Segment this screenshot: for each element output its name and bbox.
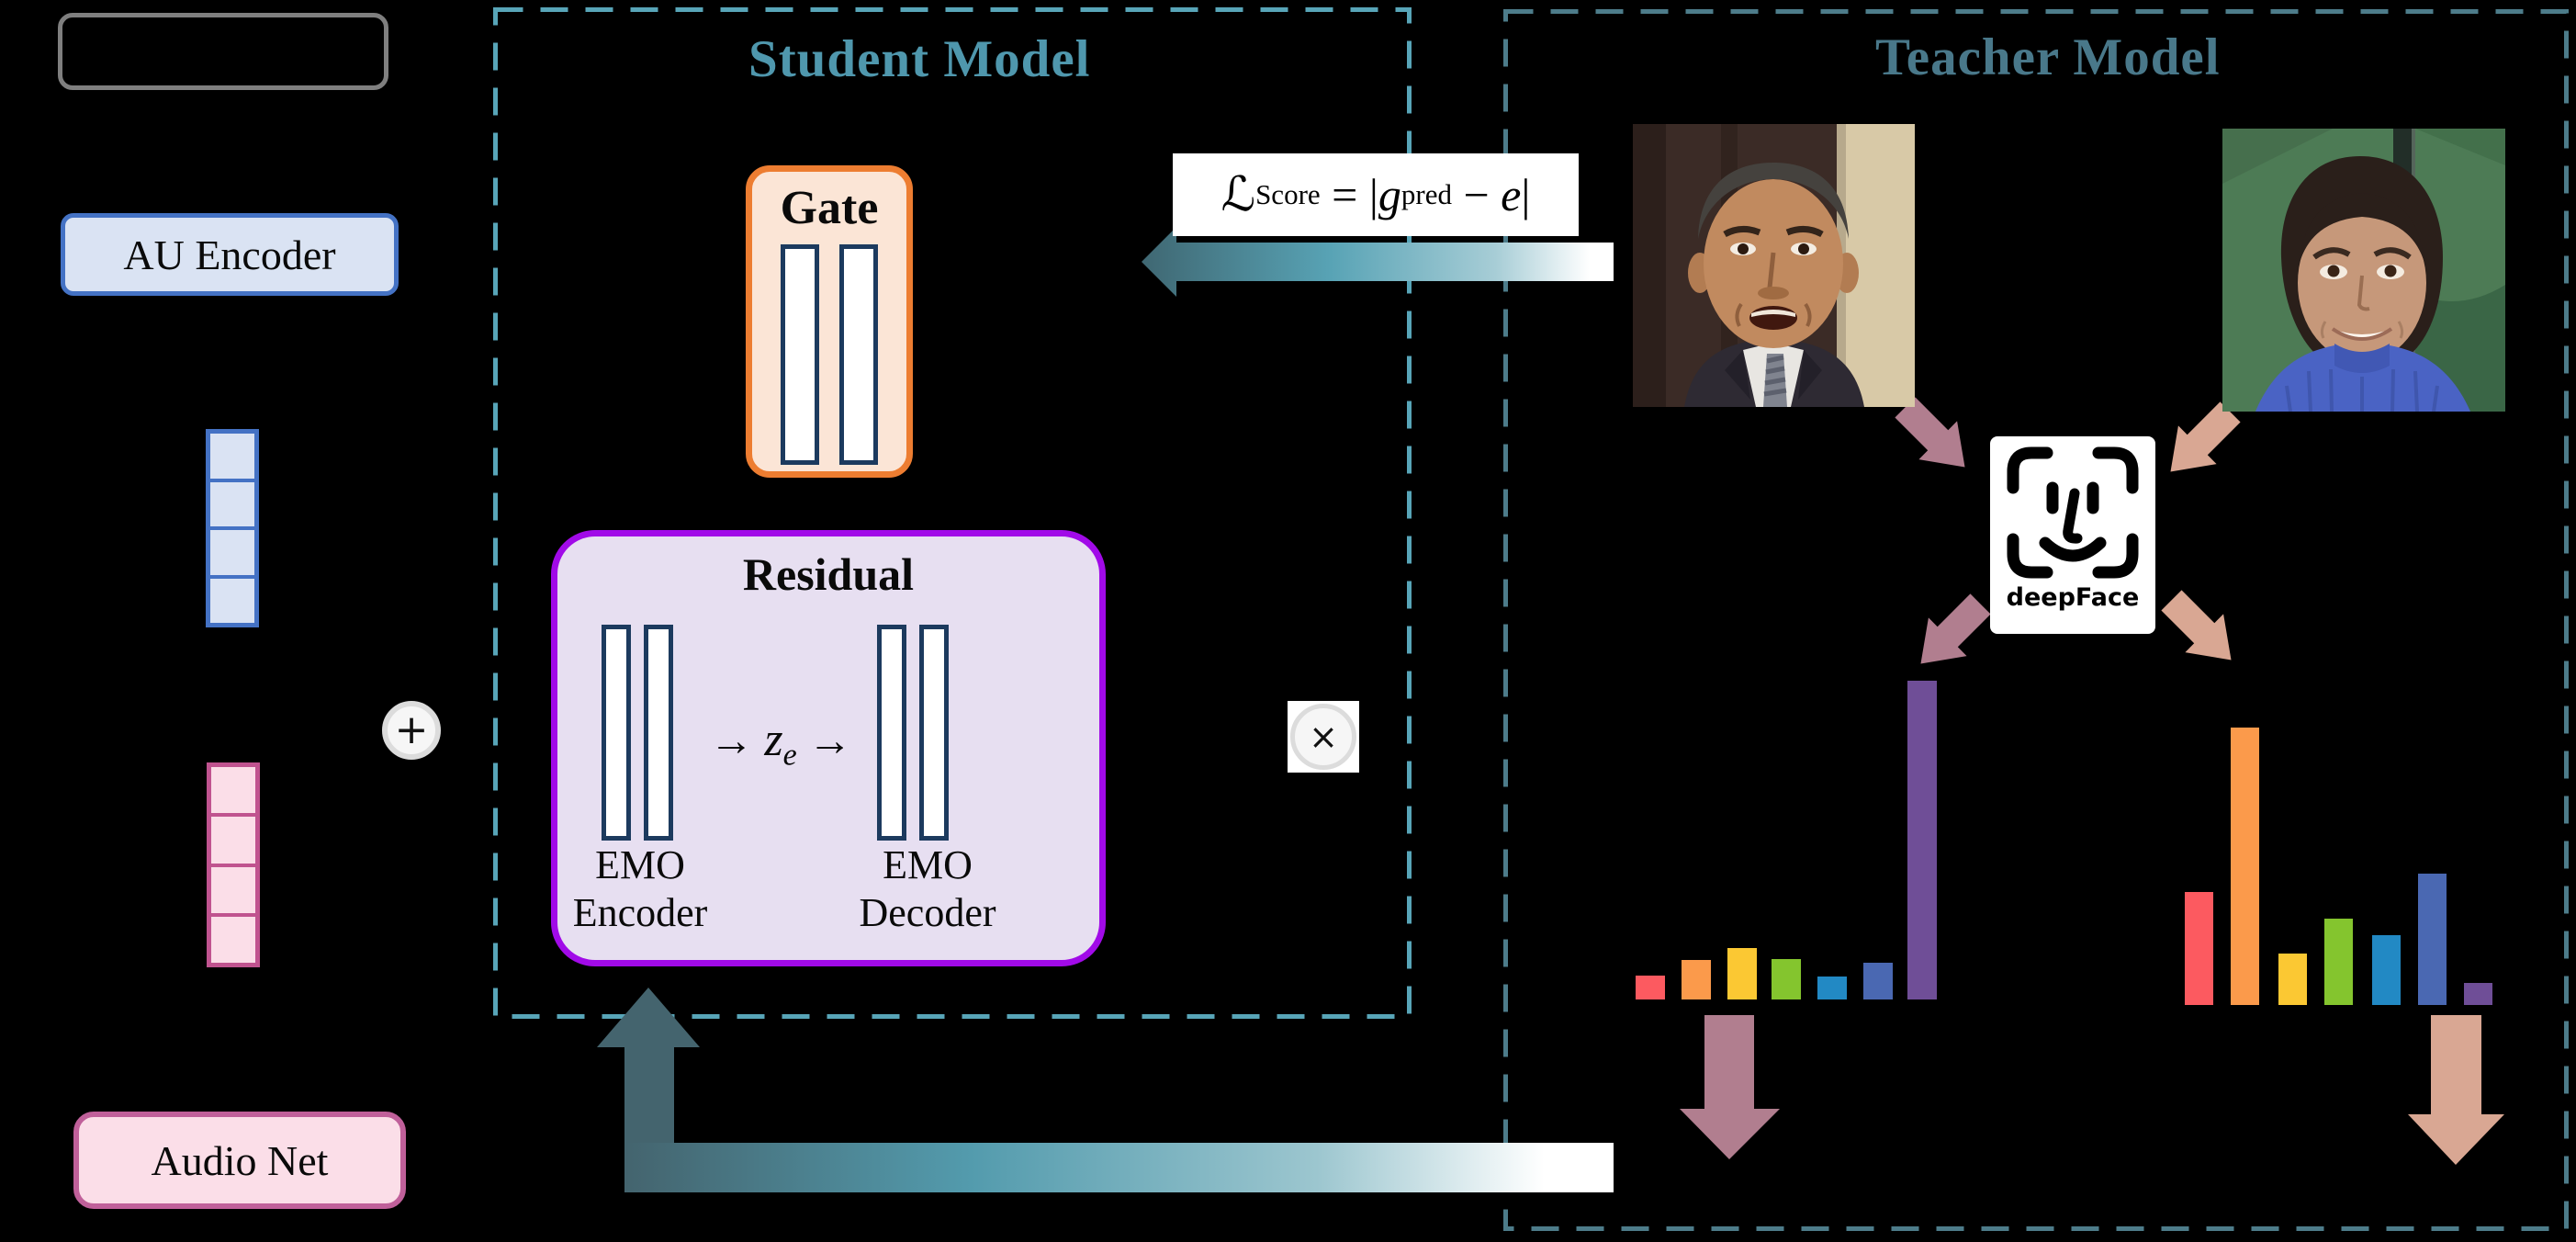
audio-net-box: Audio Net bbox=[73, 1112, 406, 1209]
teacher-model-box-border bbox=[1503, 9, 2569, 1231]
input-placeholder-box bbox=[58, 13, 388, 90]
distillation-arrow-vertical bbox=[597, 988, 700, 1192]
au-encoder-label: AU Encoder bbox=[123, 231, 336, 278]
vector-cell bbox=[211, 912, 255, 963]
au-encoder-box: AU Encoder bbox=[61, 213, 399, 296]
source-video-frame-obama bbox=[1633, 124, 1915, 407]
layer-bar bbox=[919, 625, 949, 841]
emo-encoder-label: EMO Encoder bbox=[572, 842, 708, 935]
vector-cell bbox=[210, 478, 254, 526]
vector-cell bbox=[211, 813, 255, 864]
layer-bar bbox=[877, 625, 906, 841]
teacher-model-title: Teacher Model bbox=[1875, 28, 2221, 86]
arrow-right-icon: → bbox=[709, 717, 754, 765]
distillation-arrow-horizontal bbox=[624, 1143, 1614, 1192]
gate-block: Gate bbox=[746, 165, 913, 478]
layer-bar bbox=[781, 244, 819, 465]
deepface-to-right-chart-arrow bbox=[2152, 581, 2251, 680]
latent-variable: z bbox=[764, 714, 783, 766]
vector-cell bbox=[210, 574, 254, 623]
vector-cell bbox=[211, 863, 255, 913]
left-chart-down-arrow bbox=[1680, 1015, 1780, 1159]
au-feature-vector bbox=[206, 429, 259, 627]
student-model-title: Student Model bbox=[748, 30, 1091, 88]
vector-cell bbox=[210, 526, 254, 575]
residual-block: Residual → ze → EMO Encoder EMO Decoder bbox=[551, 530, 1106, 966]
gate-label: Gate bbox=[780, 182, 879, 234]
source-video-frame-woman bbox=[2222, 129, 2505, 412]
deepface-label: deepFace bbox=[2006, 583, 2140, 612]
latent-code-row: → ze → bbox=[684, 713, 877, 773]
emo-decoder-layer-bars bbox=[877, 625, 949, 841]
layer-bar bbox=[644, 625, 673, 841]
right-chart-down-arrow bbox=[2408, 1015, 2504, 1165]
multiply-operator: × bbox=[1290, 704, 1356, 770]
layer-bar bbox=[839, 244, 878, 465]
emo-decoder-label: EMO Decoder bbox=[859, 842, 996, 935]
gate-layer-bars bbox=[781, 244, 878, 465]
latent-subscript: e bbox=[782, 738, 797, 773]
deepface-logo: deepFace bbox=[1990, 436, 2155, 634]
residual-label: Residual bbox=[742, 548, 915, 600]
arrow-right-icon: → bbox=[807, 717, 852, 765]
score-loss-arrow bbox=[1142, 227, 1614, 297]
audio-net-label: Audio Net bbox=[151, 1136, 329, 1184]
audio-feature-vector bbox=[207, 762, 260, 967]
vector-cell bbox=[210, 434, 254, 479]
times-icon: × bbox=[1309, 717, 1338, 757]
face-id-icon bbox=[2007, 446, 2139, 579]
plus-icon: + bbox=[394, 706, 429, 753]
vector-cell bbox=[211, 767, 255, 814]
student-model-box-border bbox=[493, 7, 1412, 1019]
layer-bar bbox=[602, 625, 631, 841]
deepface-to-left-chart-arrow bbox=[1901, 584, 2000, 683]
add-operator: + bbox=[382, 701, 441, 760]
multiply-operator-patch: × bbox=[1288, 701, 1359, 773]
emo-encoder-layer-bars bbox=[602, 625, 673, 841]
